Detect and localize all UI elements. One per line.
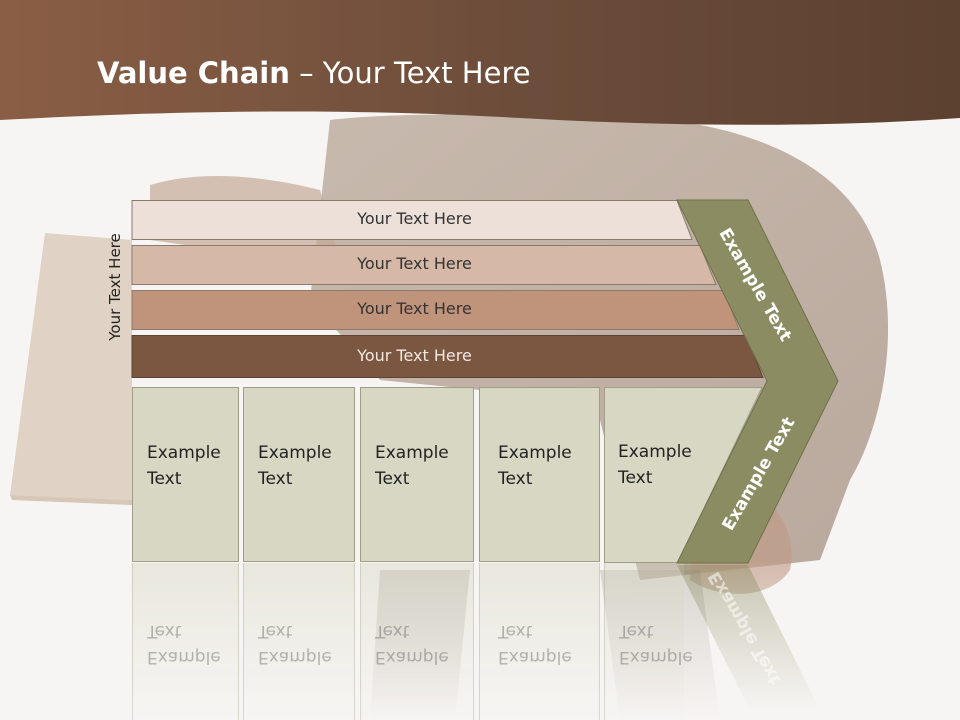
reflection-box-2: Example Text xyxy=(243,563,355,720)
reflection-box-3-line1: Example xyxy=(375,647,449,667)
title-rest: – Your Text Here xyxy=(289,56,531,90)
reflection-box-4: Example Text xyxy=(479,563,600,720)
reflection-box-2-line2: Text xyxy=(258,621,293,641)
slide-title: Value Chain – Your Text Here xyxy=(97,53,531,93)
primary-box-4: Example Text xyxy=(479,387,600,562)
support-bar-1: Your Text Here xyxy=(131,200,772,240)
header-band xyxy=(0,0,960,125)
support-bar-1-shape xyxy=(131,200,693,240)
side-label: Your Text Here xyxy=(106,233,124,341)
support-bar-3: Your Text Here xyxy=(131,290,772,330)
primary-box-2-line1: Example xyxy=(258,443,332,463)
reflection-box-3-label: Example Text xyxy=(375,618,449,670)
margin-chevron-reflection-shape xyxy=(677,565,820,710)
reflection-box-1-label: Example Text xyxy=(147,618,221,670)
primary-box-5-label: Example Text xyxy=(618,439,692,491)
reflection-box-1: Example Text xyxy=(132,563,239,720)
reflection-box-1-line1: Example xyxy=(147,647,221,667)
margin-chevron-reflection xyxy=(677,565,820,710)
support-bar-3-shape xyxy=(131,290,740,330)
primary-box-3-line1: Example xyxy=(375,443,449,463)
support-bar-4-label: Your Text Here xyxy=(357,346,472,365)
primary-box-5-line1: Example xyxy=(618,442,692,462)
primary-box-5-line2: Text xyxy=(618,468,653,488)
support-bar-4-fill xyxy=(131,335,764,378)
primary-box-3-label: Example Text xyxy=(375,440,449,492)
support-bar-4-shape xyxy=(131,335,764,378)
support-bar-2-label: Your Text Here xyxy=(357,254,472,273)
primary-box-3: Example Text xyxy=(360,387,474,562)
reflection-box-2-line1: Example xyxy=(258,647,332,667)
margin-chevron xyxy=(676,199,839,564)
primary-box-2-label: Example Text xyxy=(258,440,332,492)
primary-box-1-line2: Text xyxy=(147,469,182,489)
reflection-box-4-line1: Example xyxy=(498,647,572,667)
reflection-box-3-line2: Text xyxy=(375,621,410,641)
support-bar-3-label: Your Text Here xyxy=(357,299,472,318)
support-bar-3-fill xyxy=(131,290,740,330)
primary-box-2: Example Text xyxy=(243,387,355,562)
support-bar-2-fill xyxy=(131,245,717,285)
reflection-box-1-line2: Text xyxy=(147,621,182,641)
support-bar-4: Your Text Here xyxy=(131,335,772,378)
primary-box-1-label: Example Text xyxy=(147,440,221,492)
reflection-box-2-label: Example Text xyxy=(258,618,332,670)
reflection-box-3: Example Text xyxy=(360,563,474,720)
primary-box-1-line1: Example xyxy=(147,443,221,463)
primary-box-4-label: Example Text xyxy=(498,440,572,492)
reflection-box-4-line2: Text xyxy=(498,621,533,641)
support-bar-2-shape xyxy=(131,245,717,285)
primary-boxes-reflection: Example Text Example Text Example Text Exam… xyxy=(132,563,832,720)
title-bold: Value Chain xyxy=(97,56,290,90)
support-bar-1-fill xyxy=(131,200,693,240)
primary-box-4-line2: Text xyxy=(498,469,533,489)
support-bar-2: Your Text Here xyxy=(131,245,772,285)
reflection-box-4-label: Example Text xyxy=(498,618,572,670)
primary-box-2-line2: Text xyxy=(258,469,293,489)
support-bar-1-label: Your Text Here xyxy=(357,209,472,228)
primary-box-1: Example Text xyxy=(132,387,239,562)
margin-chevron-shape xyxy=(676,199,839,564)
primary-box-3-line2: Text xyxy=(375,469,410,489)
primary-box-4-line1: Example xyxy=(498,443,572,463)
